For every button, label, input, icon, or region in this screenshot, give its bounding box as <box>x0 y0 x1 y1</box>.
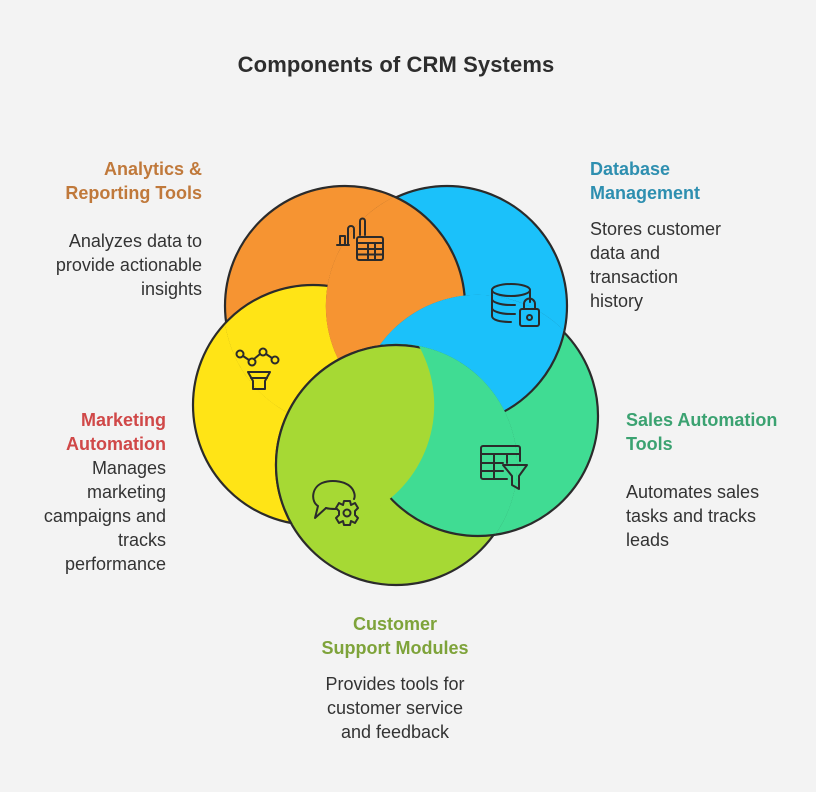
support-desc-line: and feedback <box>340 722 450 742</box>
table-filter-icon <box>480 445 528 490</box>
diagram-title: Components of CRM Systems <box>237 52 555 77</box>
chat-gear-icon <box>312 480 359 526</box>
database-title-line: Management <box>590 183 701 203</box>
analytics-title-line: Reporting Tools <box>65 183 202 203</box>
marketing-title-line: Marketing <box>80 410 166 430</box>
marketing-desc-line: campaigns and <box>43 506 166 526</box>
analytics-desc-line: insights <box>140 279 202 299</box>
marketing-desc-line: performance <box>64 554 166 574</box>
database-desc-line: Stores customer <box>590 219 722 239</box>
marketing-description: Manages marketing campaigns and tracks p… <box>0 456 166 576</box>
marketing-desc-line: Manages <box>91 458 166 478</box>
marketing-title: Marketing Automation <box>0 408 166 456</box>
marketing-title-line: Automation <box>66 434 166 454</box>
database-label-block: Database Management Stores customer data… <box>590 157 790 313</box>
database-title-line: Database <box>590 159 671 179</box>
sales-desc-line: leads <box>626 530 670 550</box>
sales-title-line: Sales Automation <box>626 410 778 430</box>
database-desc-line: transaction <box>590 267 679 287</box>
sales-desc-line: Automates sales <box>626 482 760 502</box>
analytics-label-block: Analytics & Reporting Tools Analyzes dat… <box>2 157 202 301</box>
database-desc-line: history <box>590 291 644 311</box>
sales-title-line: Tools <box>626 434 673 454</box>
support-title: Customer Support Modules <box>295 612 495 660</box>
funnel-network-icon <box>235 347 280 390</box>
support-desc-line: customer service <box>326 698 464 718</box>
marketing-desc-line: tracks <box>117 530 166 550</box>
sales-description: Automates sales tasks and tracks leads <box>626 480 816 552</box>
analytics-title: Analytics & Reporting Tools <box>2 157 202 205</box>
support-label-block: Customer Support Modules Provides tools … <box>295 612 495 744</box>
analytics-desc-line: provide actionable <box>55 255 202 275</box>
sales-label-block: Sales Automation Tools Automates sales t… <box>626 408 816 552</box>
support-title-line: Customer <box>352 614 437 634</box>
support-desc-line: Provides tools for <box>325 674 465 694</box>
analytics-desc-line: Analyzes data to <box>68 231 202 251</box>
analytics-title-line: Analytics & <box>103 159 202 179</box>
marketing-desc-line: marketing <box>86 482 166 502</box>
support-title-line: Support Modules <box>321 638 469 658</box>
sales-title: Sales Automation Tools <box>626 408 816 456</box>
marketing-label-block: Marketing Automation Manages marketing c… <box>0 408 166 576</box>
sales-desc-line: tasks and tracks <box>626 506 757 526</box>
database-title: Database Management <box>590 157 790 205</box>
support-description: Provides tools for customer service and … <box>295 672 495 744</box>
bar-chart-table-icon <box>336 217 384 261</box>
analytics-description: Analyzes data to provide actionable insi… <box>2 229 202 301</box>
database-lock-icon <box>491 283 540 327</box>
database-desc-line: data and <box>590 243 661 263</box>
database-description: Stores customer data and transaction his… <box>590 217 790 313</box>
